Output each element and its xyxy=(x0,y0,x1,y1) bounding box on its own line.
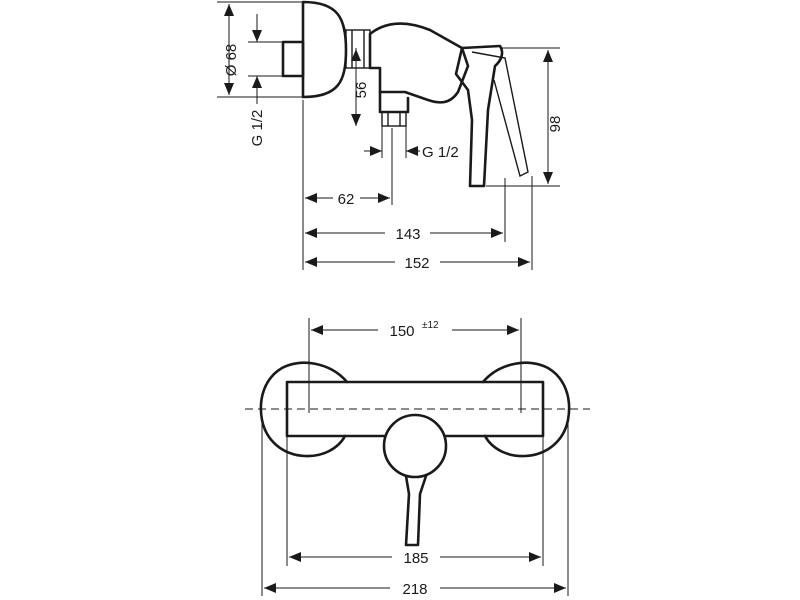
dim-outlet-thread-label: G 1/2 xyxy=(422,144,459,161)
dim-width-185-label: 185 xyxy=(403,550,428,567)
lever-alt-position xyxy=(471,51,529,178)
dim-height-98-label: 98 xyxy=(547,116,564,133)
side-view: Ø 68 G 1/2 56 G 1/2 98 xyxy=(217,0,564,272)
dim-centres-label: 150 xyxy=(389,323,414,340)
dim-centres-tolerance: ±12 xyxy=(422,320,439,331)
inlet-connector xyxy=(281,40,305,78)
dim-depth-62-label: 62 xyxy=(338,191,355,208)
outlet-spout xyxy=(378,90,410,114)
dim-depth-152-label: 152 xyxy=(404,255,429,272)
dim-width-218-label: 218 xyxy=(402,581,427,598)
lever-front xyxy=(404,474,428,547)
outlet-thread xyxy=(381,111,407,127)
mixer-body xyxy=(368,22,470,104)
handle-knob xyxy=(382,413,448,479)
dim-depth-143-label: 143 xyxy=(395,226,420,243)
dim-height-56-label: 56 xyxy=(353,82,370,99)
wall-rose xyxy=(301,0,348,99)
dim-diameter-label: Ø 68 xyxy=(223,44,240,77)
front-view: 150 ±12 185 218 xyxy=(245,318,590,598)
dim-inlet-thread-label: G 1/2 xyxy=(249,110,266,147)
lever-handle xyxy=(454,44,504,188)
union-nut xyxy=(345,29,371,69)
